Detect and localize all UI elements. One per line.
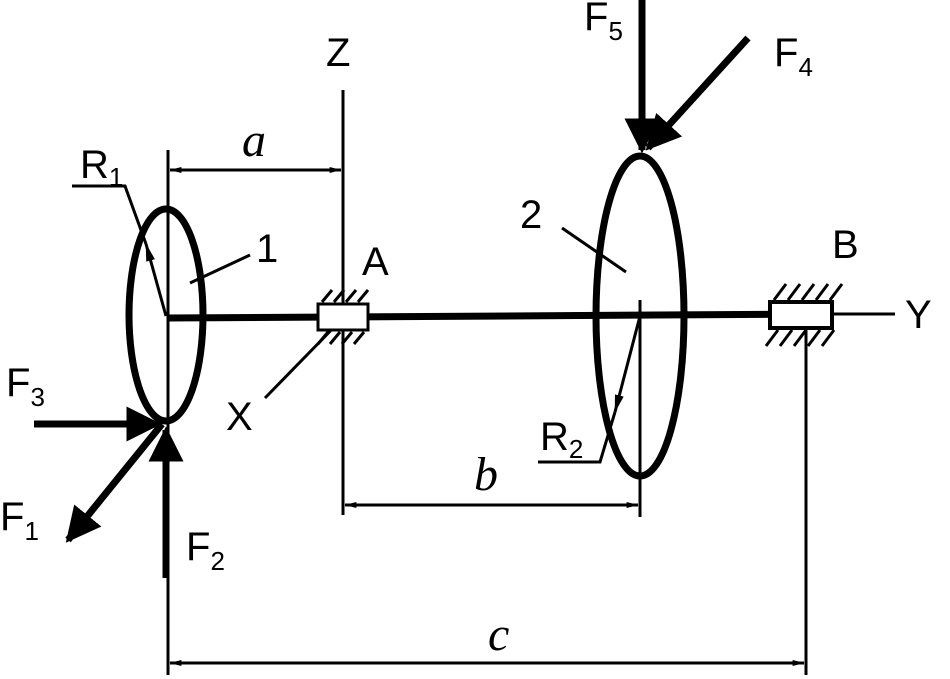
r2-radius-arrow — [613, 315, 642, 413]
force-f5-label: F5 — [584, 0, 623, 46]
force-f3-label: F3 — [6, 361, 45, 412]
radius-r2-label: R2 — [540, 415, 583, 464]
radius-r1-label: R1 — [80, 143, 123, 192]
force-f4-label: F4 — [774, 31, 813, 82]
r1-leader — [72, 184, 148, 245]
dimension-b-label: b — [474, 448, 498, 501]
disc-2-leader — [561, 226, 627, 274]
dimension-a-label: a — [242, 114, 266, 167]
disc-1 — [125, 205, 207, 425]
support-a-label: A — [362, 240, 389, 284]
support-b-bearing — [764, 283, 844, 347]
axis-y-label: Y — [905, 293, 932, 337]
axis-x-label: X — [226, 395, 253, 439]
axis-z-label: Z — [326, 31, 350, 75]
dimension-c-label: c — [488, 608, 509, 661]
force-f4-arrow — [645, 35, 751, 151]
shaft-line — [167, 310, 831, 322]
force-f2-label: F2 — [186, 525, 225, 576]
r2-leader — [538, 411, 617, 464]
force-f1-label: F1 — [0, 495, 39, 546]
support-a-bearing — [316, 289, 370, 345]
disc-1-leader — [189, 253, 251, 285]
support-b-label: B — [832, 223, 859, 267]
disc-2-label: 2 — [520, 193, 542, 237]
r1-radius-arrow — [144, 243, 168, 317]
disc-1-label: 1 — [256, 227, 278, 271]
force-f1-arrow — [65, 421, 165, 543]
